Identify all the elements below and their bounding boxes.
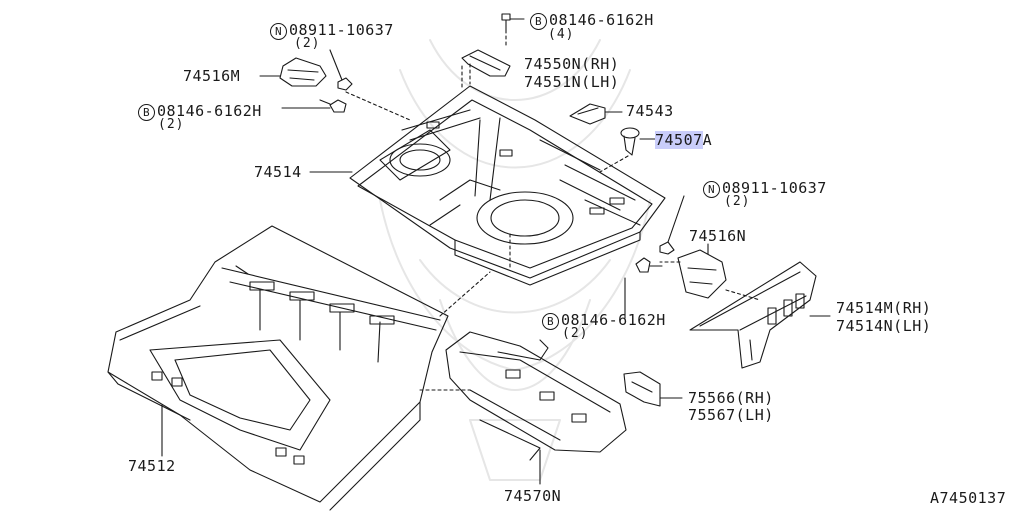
label-74543: 74543 bbox=[626, 102, 674, 120]
bracket-74543 bbox=[569, 103, 623, 125]
bolt-top bbox=[501, 13, 525, 31]
nut-right-quantity: (2) bbox=[724, 194, 751, 209]
label-74514N: 74514N(LH) bbox=[836, 317, 932, 335]
side-member-74514M bbox=[689, 261, 831, 369]
bracket-74516N bbox=[624, 195, 727, 319]
nut-symbol: N bbox=[270, 23, 287, 40]
rear-floor-panel-74514 bbox=[349, 85, 666, 286]
bolt-right-quantity: (2) bbox=[562, 326, 589, 341]
nut-right-part-number: 08911-10637 bbox=[722, 179, 827, 197]
bracket-74550N bbox=[461, 29, 511, 85]
label-74507A: 74507A bbox=[655, 131, 713, 149]
bolt-symbol: B bbox=[138, 104, 155, 121]
label-75566: 75566(RH) bbox=[688, 389, 774, 407]
diagram-code: A7450137 bbox=[930, 489, 1007, 507]
nut-left-quantity: (2) bbox=[294, 36, 321, 51]
bolt-symbol: B bbox=[530, 13, 547, 30]
label-74516M: 74516M bbox=[183, 67, 241, 85]
bracket-75566 bbox=[623, 371, 683, 407]
highlighted-part-number: 74507 bbox=[655, 131, 703, 149]
label-74551N: 74551N(LH) bbox=[524, 73, 620, 91]
bolt-top-part-number: 08146-6162H bbox=[549, 11, 654, 29]
bolt-left-quantity: (2) bbox=[158, 117, 185, 132]
bolt-right-part-number: 08146-6162H bbox=[561, 311, 666, 329]
member-74570N bbox=[445, 331, 627, 485]
clip-74507A bbox=[599, 127, 656, 173]
bolt-top-quantity: (4) bbox=[548, 27, 575, 42]
relation-lines bbox=[419, 65, 761, 391]
label-74514: 74514 bbox=[254, 163, 302, 181]
label-74570N: 74570N bbox=[504, 487, 562, 505]
label-74550N: 74550N(RH) bbox=[524, 55, 620, 73]
label-74516N: 74516N bbox=[689, 227, 747, 245]
bolt-left-part-number: 08146-6162H bbox=[157, 102, 262, 120]
bolt-symbol: B bbox=[542, 313, 559, 330]
bracket-74516M bbox=[259, 49, 411, 121]
part-suffix: A bbox=[702, 131, 713, 149]
label-74514M: 74514M(RH) bbox=[836, 299, 932, 317]
front-floor-74512 bbox=[107, 225, 449, 511]
nut-symbol: N bbox=[703, 181, 720, 198]
label-75567: 75567(LH) bbox=[688, 406, 774, 424]
label-74512: 74512 bbox=[128, 457, 176, 475]
nut-left-part-number: 08911-10637 bbox=[289, 21, 394, 39]
